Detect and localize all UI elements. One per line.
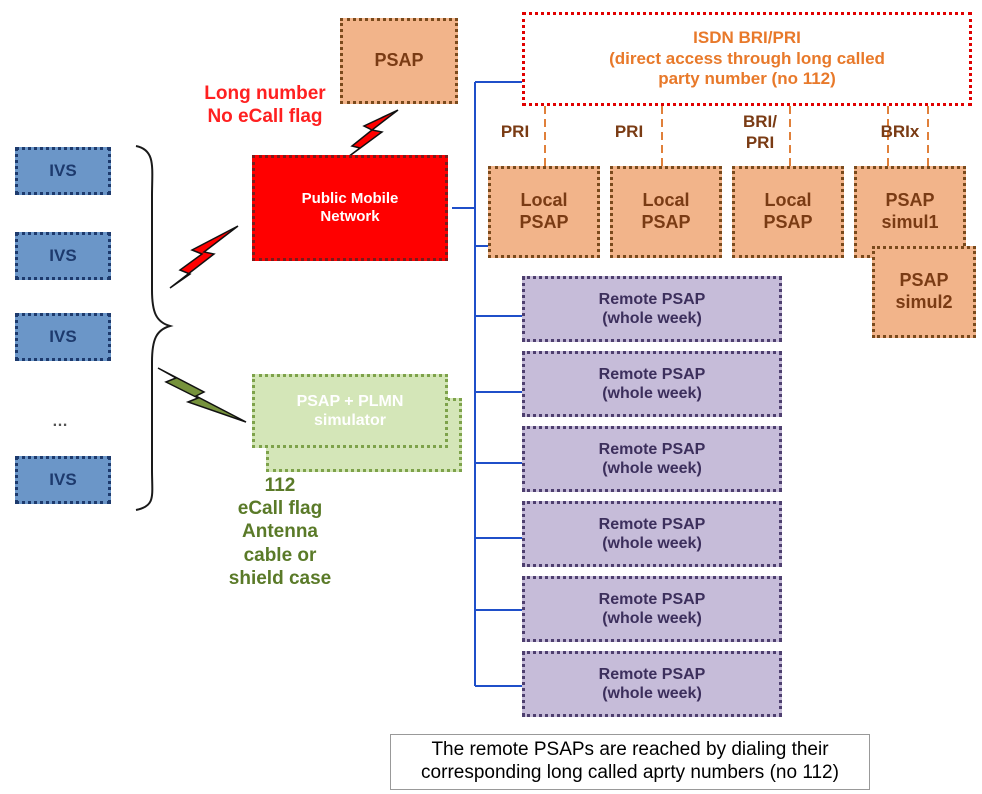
psap-simul1-box: PSAP simul1 bbox=[854, 166, 966, 258]
isdn-bri-pri-box: ISDN BRI/PRI (direct access through long… bbox=[522, 12, 972, 106]
ivs-box-1: IVS bbox=[15, 147, 111, 195]
blue-bus bbox=[452, 81, 522, 687]
link-label-pri-1: PRI bbox=[490, 122, 540, 143]
remote-psap-1: Remote PSAP (whole week) bbox=[522, 276, 782, 342]
simulator-label: 112 eCall flag Antenna cable or shield c… bbox=[228, 475, 332, 589]
link-label-brix: BRIx bbox=[880, 122, 920, 141]
psap-top-box: PSAP bbox=[340, 18, 458, 104]
remote-psap-note: The remote PSAPs are reached by dialing … bbox=[390, 734, 870, 790]
isdn-links bbox=[544, 106, 929, 166]
local-psap-2: Local PSAP bbox=[610, 166, 722, 258]
ivs-box-2: IVS bbox=[15, 232, 111, 280]
ivs-brace bbox=[135, 145, 174, 511]
local-psap-1: Local PSAP bbox=[488, 166, 600, 258]
remote-psap-5: Remote PSAP (whole week) bbox=[522, 576, 782, 642]
remote-psap-4: Remote PSAP (whole week) bbox=[522, 501, 782, 567]
psap-plmn-simulator-box: PSAP + PLMN simulator bbox=[252, 374, 448, 448]
remote-psap-2: Remote PSAP (whole week) bbox=[522, 351, 782, 417]
ivs-box-4: IVS bbox=[15, 456, 111, 504]
psap-simul2-box: PSAP simul2 bbox=[872, 246, 976, 338]
red-bolt-top bbox=[343, 109, 399, 161]
remote-psap-3: Remote PSAP (whole week) bbox=[522, 426, 782, 492]
local-psap-3: Local PSAP bbox=[732, 166, 844, 258]
remote-psap-6: Remote PSAP (whole week) bbox=[522, 651, 782, 717]
link-label-bri-pri: BRI/ PRI bbox=[735, 112, 785, 154]
ivs-box-3: IVS bbox=[15, 313, 111, 361]
green-bolt bbox=[157, 367, 247, 423]
link-label-pri-2: PRI bbox=[604, 122, 654, 143]
ivs-ellipsis: … bbox=[52, 413, 68, 430]
long-number-label: Long number No eCall flag bbox=[204, 83, 326, 128]
public-mobile-network-box: Public Mobile Network bbox=[252, 155, 448, 261]
red-bolt-left bbox=[169, 225, 239, 289]
